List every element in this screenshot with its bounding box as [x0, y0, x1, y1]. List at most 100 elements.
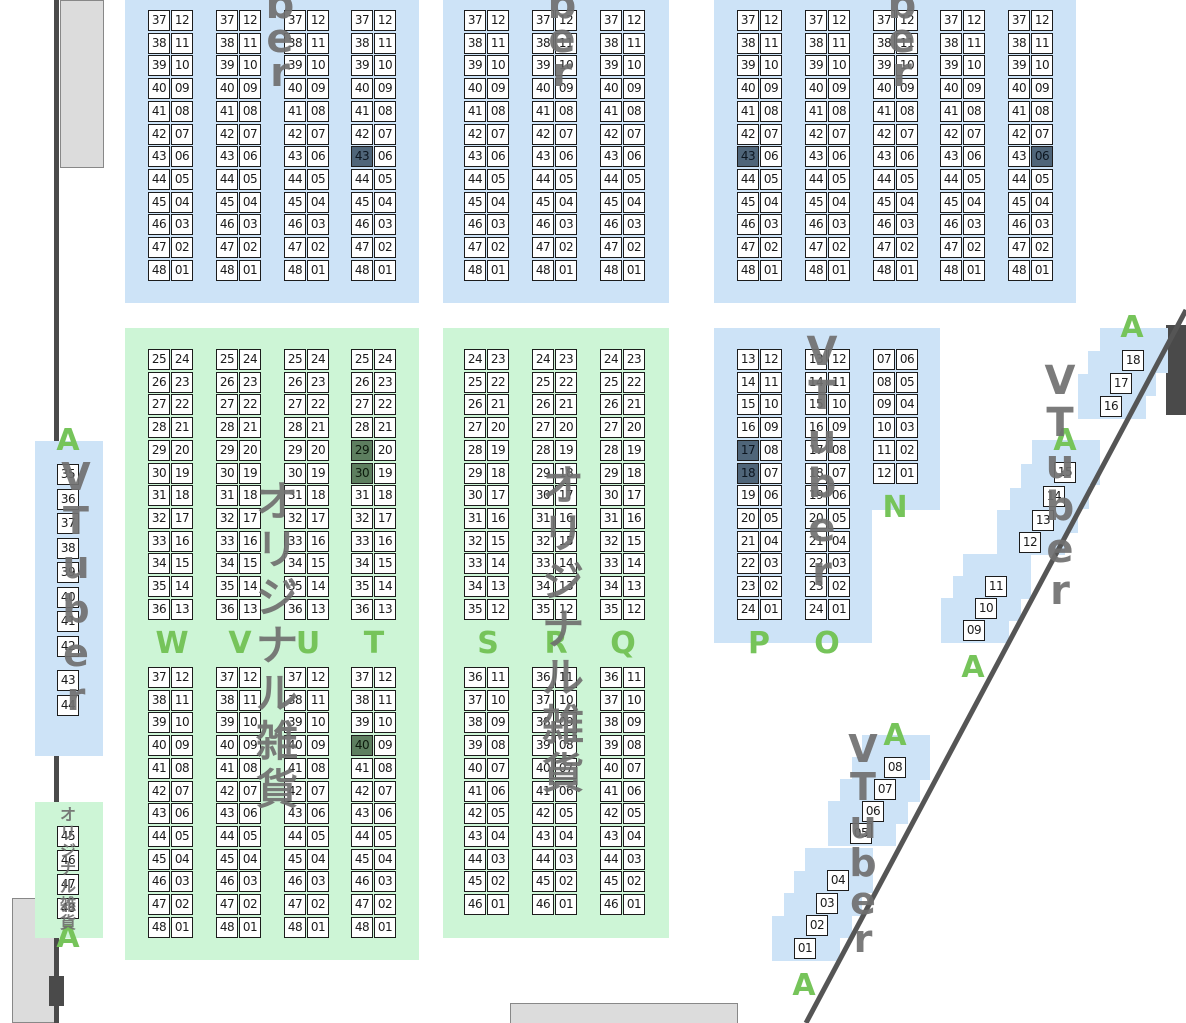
booth-top_right-R4-07[interactable]: 07 — [963, 123, 985, 145]
booth-top_right-R5-37[interactable]: 37 — [1008, 10, 1030, 31]
booth-top_right-R3-05[interactable]: 05 — [896, 168, 918, 190]
booth-side-a-41[interactable]: 41 — [57, 611, 79, 632]
booth-green_left_upper-U-28[interactable]: 28 — [284, 417, 306, 439]
booth-top_right-R5-39[interactable]: 39 — [1008, 55, 1030, 77]
booth-green_left_upper-T-28[interactable]: 28 — [351, 417, 373, 439]
booth-blue_right_mid-N-04[interactable]: 04 — [896, 394, 918, 416]
booth-top_right-R3-48[interactable]: 48 — [873, 259, 895, 281]
booth-blue_right_mid-O-04[interactable]: 04 — [828, 530, 850, 552]
booth-side-a-40[interactable]: 40 — [57, 586, 79, 608]
booth-top_right-R2-03[interactable]: 03 — [828, 214, 850, 236]
booth-top_left-U-06[interactable]: 06 — [307, 146, 329, 168]
booth-green_mid_lower-R-05[interactable]: 05 — [555, 803, 577, 825]
booth-green_left_upper-T-33[interactable]: 33 — [351, 530, 373, 552]
booth-top_right-R2-02[interactable]: 02 — [828, 237, 850, 258]
booth-green_left_lower-W-47[interactable]: 47 — [148, 894, 170, 915]
booth-green_left_lower-W-05[interactable]: 05 — [171, 825, 193, 847]
booth-green_mid_upper-S-20[interactable]: 20 — [487, 417, 509, 439]
booth-top_right-R2-11[interactable]: 11 — [828, 32, 850, 54]
booth-diag-08[interactable]: 08 — [884, 757, 906, 778]
booth-green_left_upper-U-31[interactable]: 31 — [284, 485, 306, 507]
booth-green_mid_lower-S-07[interactable]: 07 — [487, 757, 509, 779]
booth-green_left_lower-V-44[interactable]: 44 — [216, 825, 238, 847]
booth-top_mid-Q-04[interactable]: 04 — [623, 191, 645, 213]
booth-green_left_lower-U-10[interactable]: 10 — [307, 712, 329, 734]
booth-top_right-R3-41[interactable]: 41 — [873, 100, 895, 122]
booth-top_mid-Q-05[interactable]: 05 — [623, 168, 645, 190]
booth-green_left_lower-W-04[interactable]: 04 — [171, 848, 193, 870]
booth-green_left_lower-V-46[interactable]: 46 — [216, 871, 238, 893]
booth-blue_right_mid-O-03[interactable]: 03 — [828, 553, 850, 575]
booth-blue_right_mid-P-20[interactable]: 20 — [737, 507, 759, 529]
booth-blue_right_mid-N-02[interactable]: 02 — [896, 439, 918, 461]
booth-green_left_upper-T-32[interactable]: 32 — [351, 507, 373, 529]
booth-green_left_lower-W-02[interactable]: 02 — [171, 894, 193, 915]
booth-green_left_lower-W-11[interactable]: 11 — [171, 689, 193, 711]
booth-green_mid_upper-R-35[interactable]: 35 — [532, 598, 554, 620]
booth-green_mid_upper-R-18[interactable]: 18 — [555, 462, 577, 484]
booth-green_mid_upper-R-13[interactable]: 13 — [555, 576, 577, 597]
booth-top_left-W-37[interactable]: 37 — [148, 10, 170, 31]
booth-top_right-R2-38[interactable]: 38 — [805, 32, 827, 54]
booth-green_mid_upper-R-25[interactable]: 25 — [532, 371, 554, 393]
booth-green_left_upper-V-32[interactable]: 32 — [216, 507, 238, 529]
booth-green_left_upper-T-17[interactable]: 17 — [374, 507, 396, 529]
booth-top_left-T-48[interactable]: 48 — [351, 259, 373, 281]
booth-green_left_lower-U-06[interactable]: 06 — [307, 803, 329, 825]
booth-top_mid-Q-11[interactable]: 11 — [623, 32, 645, 54]
booth-green_left_upper-T-16[interactable]: 16 — [374, 530, 396, 552]
booth-top_left-W-03[interactable]: 03 — [171, 214, 193, 236]
booth-top_mid-S-12[interactable]: 12 — [487, 10, 509, 31]
booth-diag-17[interactable]: 17 — [1110, 373, 1132, 394]
booth-top_right-R1-48[interactable]: 48 — [737, 259, 759, 281]
booth-top_left-W-08[interactable]: 08 — [171, 100, 193, 122]
booth-top_right-R1-12[interactable]: 12 — [760, 10, 782, 31]
booth-green_mid_upper-Q-19[interactable]: 19 — [623, 439, 645, 461]
booth-green_mid_upper-S-31[interactable]: 31 — [464, 507, 486, 529]
booth-top_right-R3-40[interactable]: 40 — [873, 78, 895, 100]
booth-top_right-R5-48[interactable]: 48 — [1008, 259, 1030, 281]
booth-top_right-R5-03[interactable]: 03 — [1031, 214, 1053, 236]
booth-top_right-R2-08[interactable]: 08 — [828, 100, 850, 122]
booth-green_left_lower-T-07[interactable]: 07 — [374, 780, 396, 802]
booth-top_right-R1-37[interactable]: 37 — [737, 10, 759, 31]
booth-top_left-W-45[interactable]: 45 — [148, 191, 170, 213]
booth-top_right-R3-09[interactable]: 09 — [896, 78, 918, 100]
booth-top_left-V-06[interactable]: 06 — [239, 146, 261, 168]
booth-green_mid_upper-S-24[interactable]: 24 — [464, 349, 486, 370]
booth-top_right-R2-06[interactable]: 06 — [828, 146, 850, 168]
booth-top_left-W-11[interactable]: 11 — [171, 32, 193, 54]
booth-green_mid_upper-R-12[interactable]: 12 — [555, 598, 577, 620]
booth-top_right-R1-09[interactable]: 09 — [760, 78, 782, 100]
booth-side-a-35[interactable]: 35 — [57, 464, 79, 485]
booth-top_right-R3-45[interactable]: 45 — [873, 191, 895, 213]
booth-green_left_upper-V-24[interactable]: 24 — [239, 349, 261, 370]
booth-green_left_lower-W-01[interactable]: 01 — [171, 916, 193, 938]
booth-top_left-U-08[interactable]: 08 — [307, 100, 329, 122]
booth-green_left_upper-W-25[interactable]: 25 — [148, 349, 170, 370]
booth-green_left_upper-W-16[interactable]: 16 — [171, 530, 193, 552]
booth-side-a-36[interactable]: 36 — [57, 488, 79, 510]
booth-blue_right_mid-O-11[interactable]: 11 — [828, 371, 850, 393]
booth-green_left_upper-V-28[interactable]: 28 — [216, 417, 238, 439]
booth-top_right-R3-42[interactable]: 42 — [873, 123, 895, 145]
booth-green_left_upper-U-25[interactable]: 25 — [284, 349, 306, 370]
booth-top_right-R3-38[interactable]: 38 — [873, 32, 895, 54]
booth-green_mid_upper-S-19[interactable]: 19 — [487, 439, 509, 461]
booth-green_left_upper-W-23[interactable]: 23 — [171, 371, 193, 393]
booth-green_left_upper-T-34[interactable]: 34 — [351, 553, 373, 575]
booth-green_left_lower-W-37[interactable]: 37 — [148, 667, 170, 688]
booth-green_left_upper-U-17[interactable]: 17 — [307, 507, 329, 529]
booth-green_mid_upper-S-34[interactable]: 34 — [464, 576, 486, 597]
booth-top_mid-Q-02[interactable]: 02 — [623, 237, 645, 258]
booth-top_mid-R-04[interactable]: 04 — [555, 191, 577, 213]
booth-green_left_upper-W-19[interactable]: 19 — [171, 462, 193, 484]
booth-green_left_upper-W-27[interactable]: 27 — [148, 394, 170, 416]
booth-top_left-T-39[interactable]: 39 — [351, 55, 373, 77]
booth-green_left_lower-W-10[interactable]: 10 — [171, 712, 193, 734]
booth-blue_right_mid-O-07[interactable]: 07 — [828, 462, 850, 484]
booth-green_left_upper-W-29[interactable]: 29 — [148, 439, 170, 461]
booth-green_left_lower-W-09[interactable]: 09 — [171, 735, 193, 757]
booth-top_right-R4-03[interactable]: 03 — [963, 214, 985, 236]
booth-green_mid_upper-Q-21[interactable]: 21 — [623, 394, 645, 416]
